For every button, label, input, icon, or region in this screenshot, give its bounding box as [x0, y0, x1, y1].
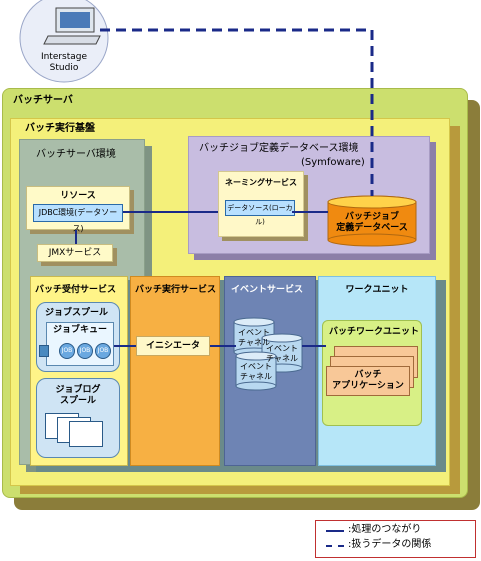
resource-label: リソース — [60, 191, 96, 201]
database-bottom — [327, 233, 417, 247]
batch-exec-service: バッチ実行サービス — [130, 276, 220, 466]
event-channel-label-1b: チャネル — [238, 338, 270, 347]
batch-application-label-1: バッチ — [354, 370, 382, 380]
job-item: JOB — [59, 343, 75, 359]
batch-receive-service-label: バッチ受付サービス — [35, 285, 117, 295]
jmx-service-box: JMXサービス — [37, 244, 113, 262]
naming-service-label: ネーミングサービス — [225, 178, 297, 187]
database-top-face — [327, 195, 417, 209]
legend-solid-line — [326, 530, 344, 532]
db-env-label: バッチジョブ定義データベース環境 — [199, 143, 359, 154]
job-log-spool: ジョブログ スプール — [36, 378, 120, 458]
database-label-1: バッチジョブ — [344, 212, 399, 222]
keyboard-icon — [43, 35, 101, 45]
jdbc-env-box: JDBC環境(データソース) — [33, 204, 123, 233]
batch-server-label: バッチサーバ — [13, 95, 73, 106]
event-channel-label-3b: チャネル — [240, 372, 272, 381]
batch-application: バッチ アプリケーション — [326, 366, 410, 396]
job-item: JOB — [77, 343, 93, 359]
db-env-sub-label: (Symfoware) — [301, 157, 365, 168]
legend-dashed-line — [326, 545, 344, 547]
job-log-spool-label-1: ジョブログ — [55, 385, 101, 395]
batch-base-label: バッチ実行基盤 — [25, 123, 95, 134]
datasource-local-box: データソース(ローカル) — [225, 200, 295, 226]
server-env-label: バッチサーバ環境 — [36, 149, 116, 160]
event-channel-label-2a: イベント — [266, 344, 298, 353]
studio-label-1: Interstage — [40, 52, 88, 62]
log-document-icon — [69, 421, 103, 447]
job-spool-label: ジョブスプール — [45, 308, 109, 318]
legend-dashed-label: :扱うデータの関係 — [348, 539, 432, 550]
legend: :処理のつながり :扱うデータの関係 — [315, 520, 476, 558]
work-unit-label: ワークユニット — [345, 285, 409, 295]
event-channel-label-3a: イベント — [240, 362, 272, 371]
connector-studio-db — [100, 28, 374, 196]
batch-application-label-2: アプリケーション — [332, 381, 404, 391]
studio-label-2: Studio — [49, 63, 79, 73]
initiator-box: イニシエータ — [136, 336, 210, 356]
event-channel-label-2b: チャネル — [266, 354, 298, 363]
naming-service-box: ネーミングサービス データソース(ローカル) — [218, 171, 304, 237]
event-channel-label-1a: イベント — [238, 328, 270, 337]
legend-solid-label: :処理のつながり — [348, 524, 422, 535]
job-queue: ジョブキュー JOB JOB JOB — [39, 322, 114, 366]
job-item: JOB — [95, 343, 111, 359]
job-log-spool-label-2: スプール — [59, 396, 96, 406]
database-label-2: 定義データベース — [336, 223, 408, 233]
batch-exec-service-label: バッチ実行サービス — [135, 285, 217, 295]
event-channel-3 — [235, 351, 277, 391]
batch-work-unit-label: バッチワークユニット — [329, 327, 420, 337]
event-service-label: イベントサービス — [231, 285, 304, 295]
monitor-screen-icon — [60, 12, 90, 28]
queue-head-block — [39, 345, 49, 357]
job-queue-label: ジョブキュー — [53, 325, 108, 335]
